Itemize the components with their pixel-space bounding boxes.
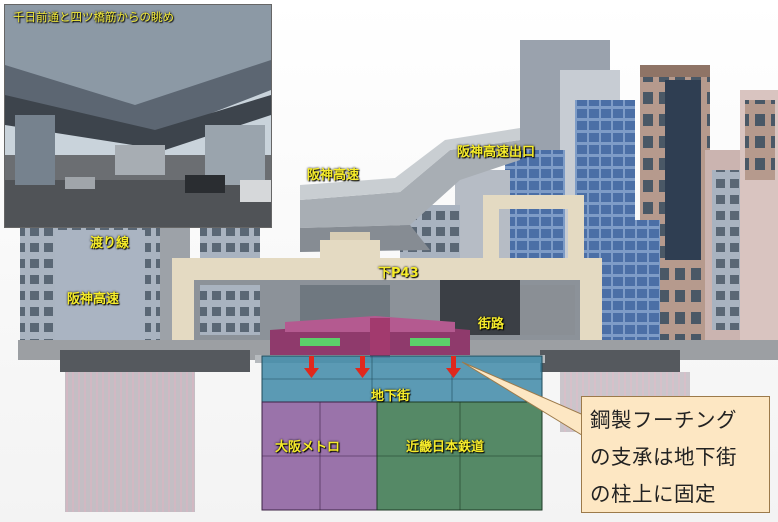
label-pier-p43: 下P43 [378,266,419,281]
label-hanshin-expressway-left: 阪神高速 [67,292,120,307]
label-street: 街路 [478,317,505,332]
label-connector: 渡り線 [90,236,130,251]
callout-line-2: の支承は地下街 [590,445,737,469]
bearing-support-arrows [304,356,461,378]
label-underground-mall: 地下街 [371,389,411,404]
inset-title: 千日前通と四ツ橋筋からの眺め [13,10,174,24]
underground-structure [261,355,543,511]
label-osaka-metro: 大阪メトロ [275,440,341,455]
callout-line-1: 鋼製フーチング [590,408,737,432]
callout-box: 鋼製フーチング の支承は地下街 の柱上に固定 [581,396,770,513]
inset-photo: 千日前通と四ツ橋筋からの眺め [4,4,272,228]
label-hanshin-exit: 阪神高速出口 [457,145,536,160]
pier-frame-p43 [172,195,602,348]
street-scene [194,280,580,340]
steel-footing [270,316,470,358]
callout-line-3: の柱上に固定 [590,482,716,506]
label-kintetsu: 近畿日本鉄道 [406,440,485,455]
label-hanshin-expressway-top: 阪神高速 [307,168,360,183]
inset-photo-image [5,5,271,227]
